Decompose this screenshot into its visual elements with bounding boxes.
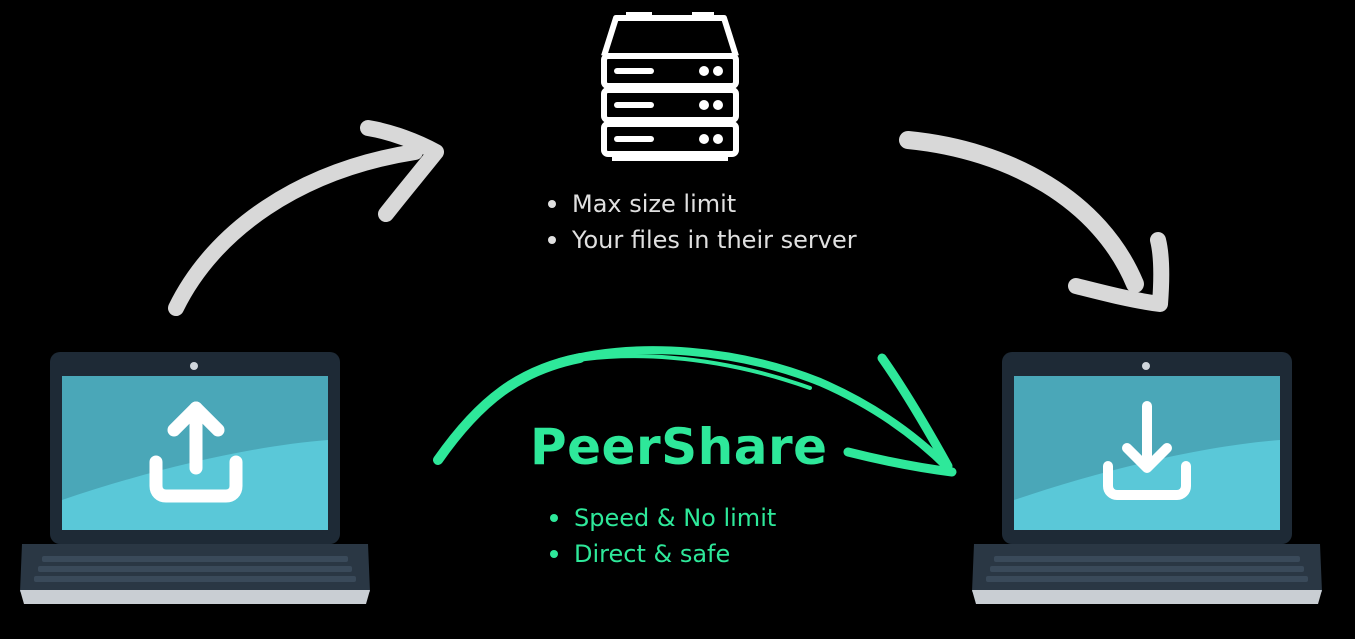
bullet-dot [548,200,556,208]
list-item: Max size limit [546,186,857,222]
upload-to-server-arrow [168,120,444,316]
download-icon [1103,401,1191,500]
peer-point-label: Speed & No limit [574,504,777,532]
list-item: Direct & safe [548,536,776,572]
peershare-benefits-list: Speed & No limit Direct & safe [548,500,776,572]
server-limitations-list: Max size limit Your files in their serve… [546,186,857,258]
server-point-label: Max size limit [572,190,737,218]
bullet-dot [550,550,558,558]
server-to-download-arrow [899,131,1170,312]
server-point-label: Your files in their server [572,226,857,254]
upload-icon [149,401,243,503]
bullet-dot [548,236,556,244]
list-item: Speed & No limit [548,500,776,536]
list-item: Your files in their server [546,222,857,258]
peer-point-label: Direct & safe [574,540,731,568]
brand-title: PeerShare [530,418,828,476]
bullet-dot [550,514,558,522]
